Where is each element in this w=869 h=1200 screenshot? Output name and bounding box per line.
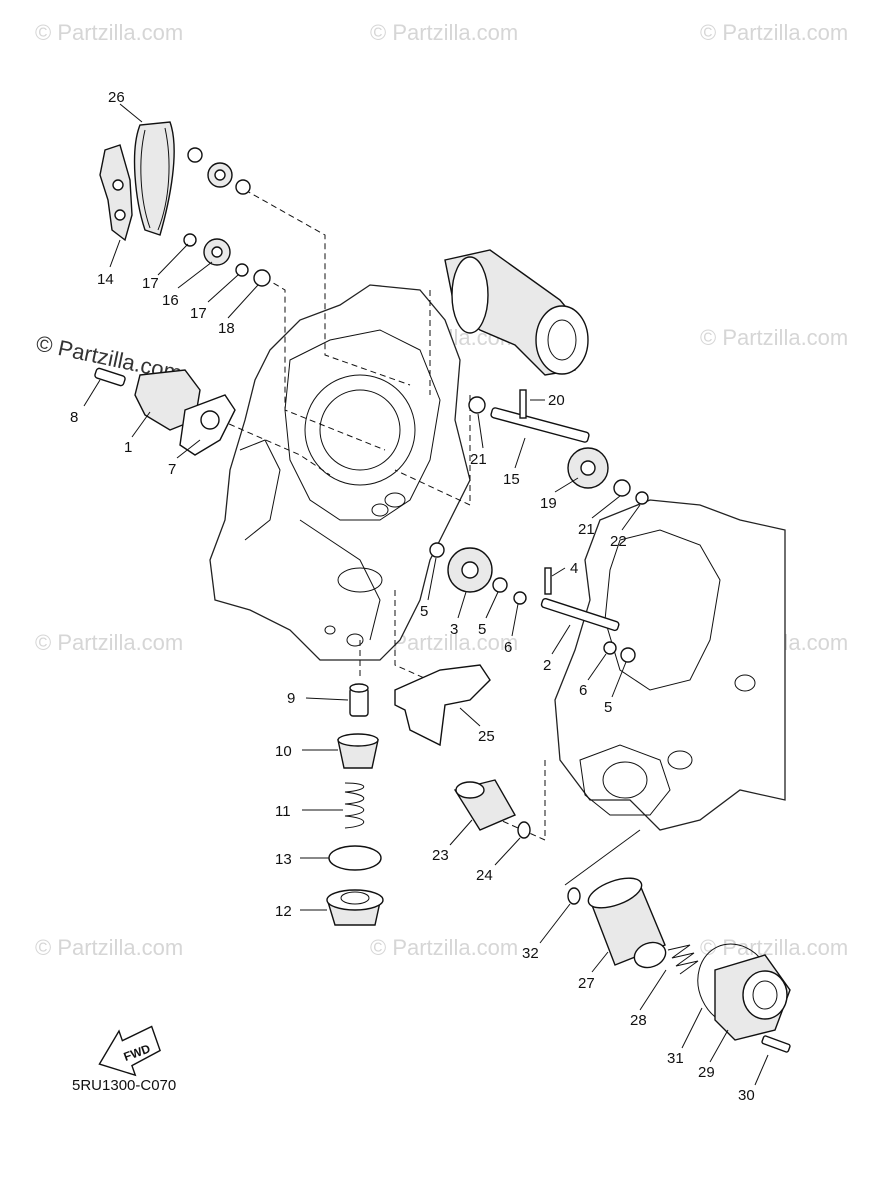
callout-23: 23 xyxy=(432,847,449,864)
callout-8: 8 xyxy=(70,409,78,426)
crankcase-right xyxy=(554,499,786,831)
callout-22: 22 xyxy=(610,533,627,550)
callout-6: 6 xyxy=(504,639,512,656)
callout-3: 3 xyxy=(450,621,458,638)
callout-30: 30 xyxy=(738,1087,755,1104)
watermark: © Partzilla.com xyxy=(700,325,848,350)
watermark: © Partzilla.com xyxy=(35,935,183,960)
callout-18: 18 xyxy=(218,320,235,337)
callout-29: 29 xyxy=(698,1064,715,1081)
callout-10: 10 xyxy=(275,743,292,760)
assembly-lines xyxy=(219,189,641,886)
watermark: © Partzilla.com xyxy=(700,935,848,960)
watermark: © Partzilla.com xyxy=(700,20,848,45)
relief-valve xyxy=(453,779,531,839)
watermark: © Partzilla.com xyxy=(370,20,518,45)
callout-9: 9 xyxy=(287,690,295,707)
shaft-15-assembly xyxy=(468,389,649,505)
strainer-assembly xyxy=(326,683,384,926)
callout-13: 13 xyxy=(275,851,292,868)
callout-5: 5 xyxy=(604,699,612,716)
callout-21: 21 xyxy=(578,521,595,538)
callout-16: 16 xyxy=(162,292,179,309)
tensioner-assembly xyxy=(94,367,236,456)
callout-7: 7 xyxy=(168,461,176,478)
watermark: © Partzilla.com xyxy=(370,935,518,960)
callout-28: 28 xyxy=(630,1012,647,1029)
fwd-arrow-icon: FWD xyxy=(98,1025,161,1077)
crankcase-left xyxy=(209,284,471,661)
callout-24: 24 xyxy=(476,867,493,884)
cam-chain-assembly xyxy=(99,121,175,242)
leader-lines xyxy=(83,103,769,1086)
callout-6: 6 xyxy=(579,682,587,699)
callout-4: 4 xyxy=(570,560,578,577)
callout-21: 21 xyxy=(470,451,487,468)
cam-sprocket-parts xyxy=(187,147,251,195)
callouts: 26 14 17 16 17 18 8 1 7 20 21 15 19 21 2… xyxy=(70,89,755,1104)
callout-5: 5 xyxy=(420,603,428,620)
callout-11: 11 xyxy=(275,803,291,820)
callout-31: 31 xyxy=(667,1050,684,1067)
callout-17: 17 xyxy=(190,305,207,322)
balancer-shaft xyxy=(444,249,589,376)
watermark: © Partzilla.com xyxy=(35,20,183,45)
callout-1: 1 xyxy=(124,439,132,456)
diagram-code: 5RU1300-C070 xyxy=(72,1077,176,1094)
callout-27: 27 xyxy=(578,975,595,992)
bracket-25 xyxy=(394,664,491,747)
callout-5: 5 xyxy=(478,621,486,638)
callout-15: 15 xyxy=(503,471,520,488)
callout-32: 32 xyxy=(522,945,539,962)
callout-26: 26 xyxy=(108,89,125,106)
drive-sprocket-parts xyxy=(183,233,271,287)
callout-12: 12 xyxy=(275,903,292,920)
watermark: © Partzilla.com xyxy=(35,630,183,655)
callout-17: 17 xyxy=(142,275,159,292)
callout-2: 2 xyxy=(543,657,551,674)
callout-25: 25 xyxy=(478,728,495,745)
callout-20: 20 xyxy=(548,392,565,409)
callout-14: 14 xyxy=(97,271,114,288)
oil-filter-assembly xyxy=(567,877,791,1053)
shaft-2-assembly xyxy=(429,542,636,663)
callout-19: 19 xyxy=(540,495,557,512)
